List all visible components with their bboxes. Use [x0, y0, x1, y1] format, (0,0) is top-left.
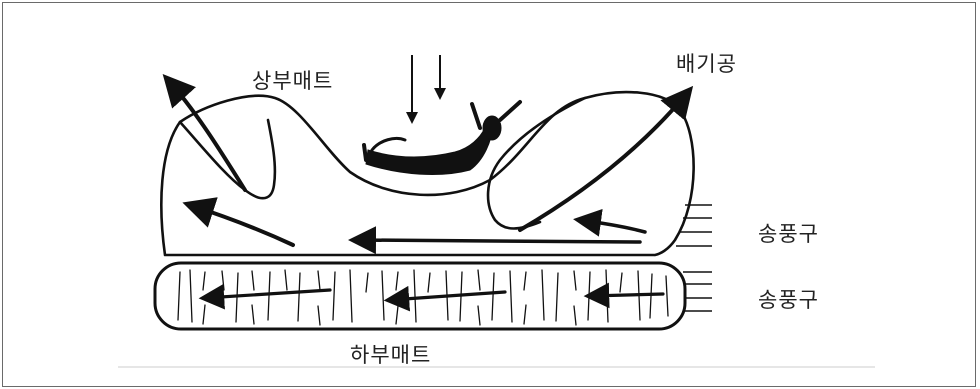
left-return-arrow — [190, 205, 293, 245]
upper-mat-flow-arrow — [355, 240, 640, 242]
lower-flow-arrow-1 — [205, 290, 330, 298]
blower-inlet-lines — [676, 205, 712, 311]
exhaust-arrow — [520, 92, 688, 230]
exhaust-label: 배기공 — [676, 48, 737, 78]
lower-mat-label: 하부매트 — [350, 339, 431, 369]
lower-flow-arrow-3 — [590, 294, 663, 296]
upper-inflow-arrow — [580, 220, 645, 232]
blower-lower-label: 송풍구 — [758, 284, 819, 314]
upper-mat-label: 상부매트 — [252, 65, 333, 95]
blower-upper-label: 송풍구 — [758, 218, 819, 248]
left-up-arrow — [168, 80, 245, 190]
